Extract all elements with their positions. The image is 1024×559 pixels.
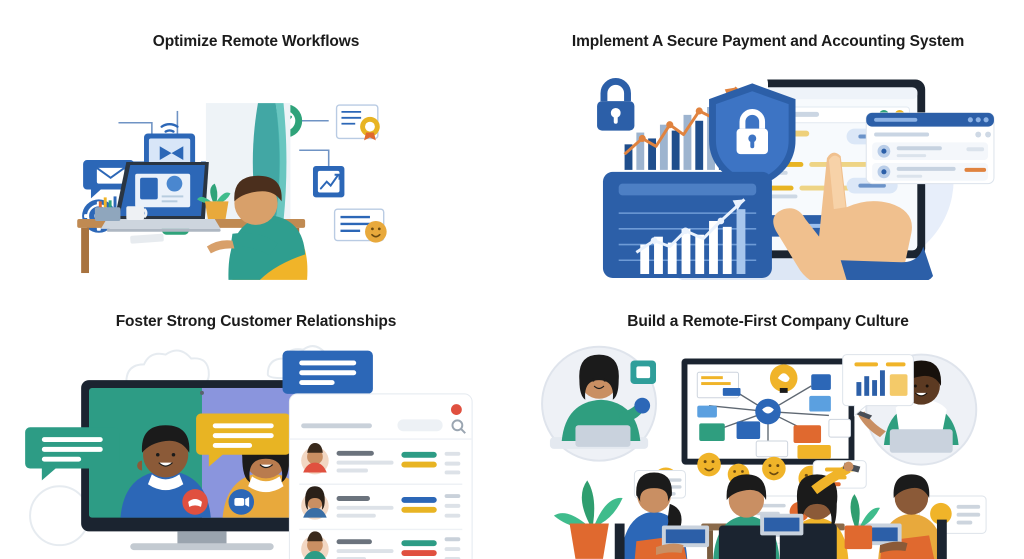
illustration-remote-culture [512,331,1024,559]
smiley-card-icon [333,208,387,243]
mug [126,205,148,220]
shield-lock-icon [709,83,796,190]
phone [130,233,164,244]
chat-bubble-icon [282,350,373,406]
padlock-icon [597,77,635,131]
plant [197,183,231,219]
close-icon[interactable] [450,404,462,416]
sticky-notes [696,364,852,459]
illustration-customer-relationships [0,331,512,559]
participant-thumbnails [293,455,319,514]
whiteboard-icon [681,358,855,465]
desk-accessories [94,183,231,244]
laptop-icon [100,161,221,232]
culture-illustration-svg [541,345,987,559]
pencil-cup [94,195,121,221]
list-item[interactable] [301,443,461,475]
plant-icon [553,480,623,559]
card-implement-secure-payment: Implement A Secure Payment and Accountin… [512,0,1024,280]
video-screen-icon [144,122,196,169]
growth-chart-icon [312,165,345,197]
seated-colleague-left [614,472,710,559]
card-title: Implement A Secure Payment and Accountin… [571,33,965,50]
contacts-list-panel [288,393,473,559]
card-title: Optimize Remote Workflows [152,33,360,50]
card-title: Build a Remote-First Company Culture [627,312,909,330]
card-build-remote-first-culture: Build a Remote-First Company Culture [512,280,1024,559]
video-camera-icon[interactable] [228,489,255,515]
card-foster-customer-relationships: Foster Strong Customer Relationships [0,280,512,559]
chair [614,523,625,559]
search-icon[interactable] [451,419,466,434]
hand-pointer-icon [773,152,934,280]
list-item[interactable] [301,486,461,520]
payment-illustration-svg [581,73,995,280]
seated-colleague-center-right [760,461,861,559]
plant-icon [844,494,880,550]
illustration-optimize-remote-workflows [0,52,512,280]
workflow-illustration-svg [77,102,387,280]
customer-illustration-svg [25,345,473,559]
person-at-desk [206,175,308,280]
emoji-smile-icon [762,456,786,481]
chair [936,519,947,559]
video-call-frame-left [541,345,657,462]
card-title: Foster Strong Customer Relationships [115,312,397,330]
award-ribbon-icon [335,103,380,141]
report-bubble [842,354,914,417]
monitor-icon [81,380,323,551]
laptop-icon [575,425,631,448]
transactions-window [865,112,995,184]
card-optimize-remote-workflows: Optimize Remote Workflows [0,0,512,280]
analytics-panel [602,171,772,278]
chat-bubble-icon [196,413,291,467]
emoji-smile-icon [697,452,721,477]
end-call-icon[interactable] [182,489,208,515]
laptop-icon [889,429,953,453]
chat-bubble-icon [25,427,120,481]
illustration-secure-payment [512,52,1024,280]
